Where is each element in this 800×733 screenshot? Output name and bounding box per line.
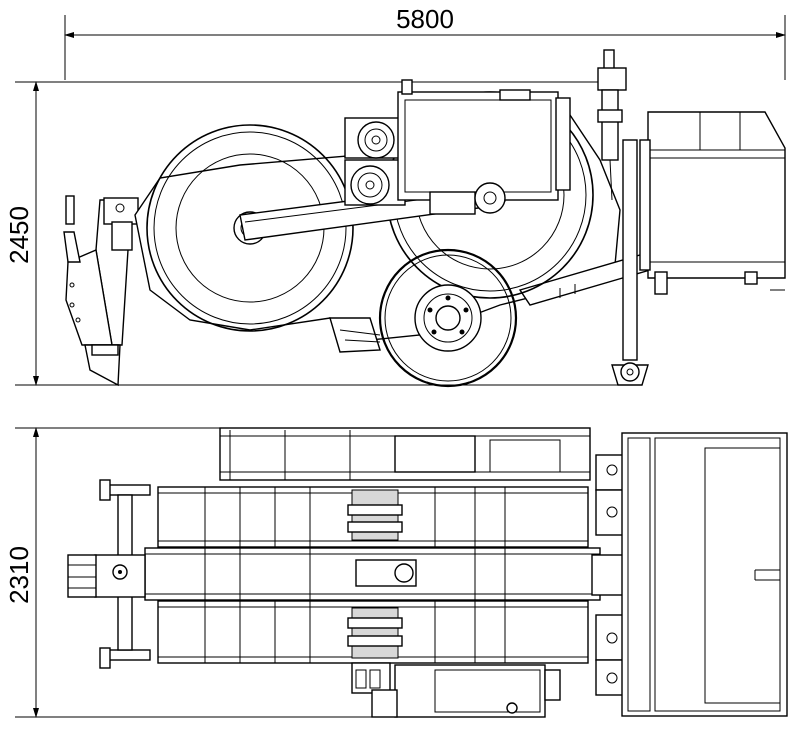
center-gears [347,489,417,694]
side-view [63,49,786,388]
top-rear-hitch [67,479,151,669]
jack-stand [611,139,649,386]
road-wheel [378,248,518,388]
engine-box [639,111,786,295]
bottom-control-box [371,664,561,718]
top-view [67,427,788,718]
lift-cylinder [597,49,627,201]
hydraulic-box [397,79,571,215]
dimension-length: 5800 [64,4,786,80]
gear-housing-lower [344,159,406,206]
height-label: 2450 [4,206,34,264]
gear-housing-upper [344,117,406,159]
width-label: 2310 [4,546,34,604]
length-label: 5800 [396,4,454,34]
rear-hitch [63,195,139,387]
dimension-width: 2310 [4,427,380,718]
dimension-height: 2450 [4,81,620,386]
top-hydraulic-strip [219,427,591,481]
top-engine-box [621,432,788,717]
